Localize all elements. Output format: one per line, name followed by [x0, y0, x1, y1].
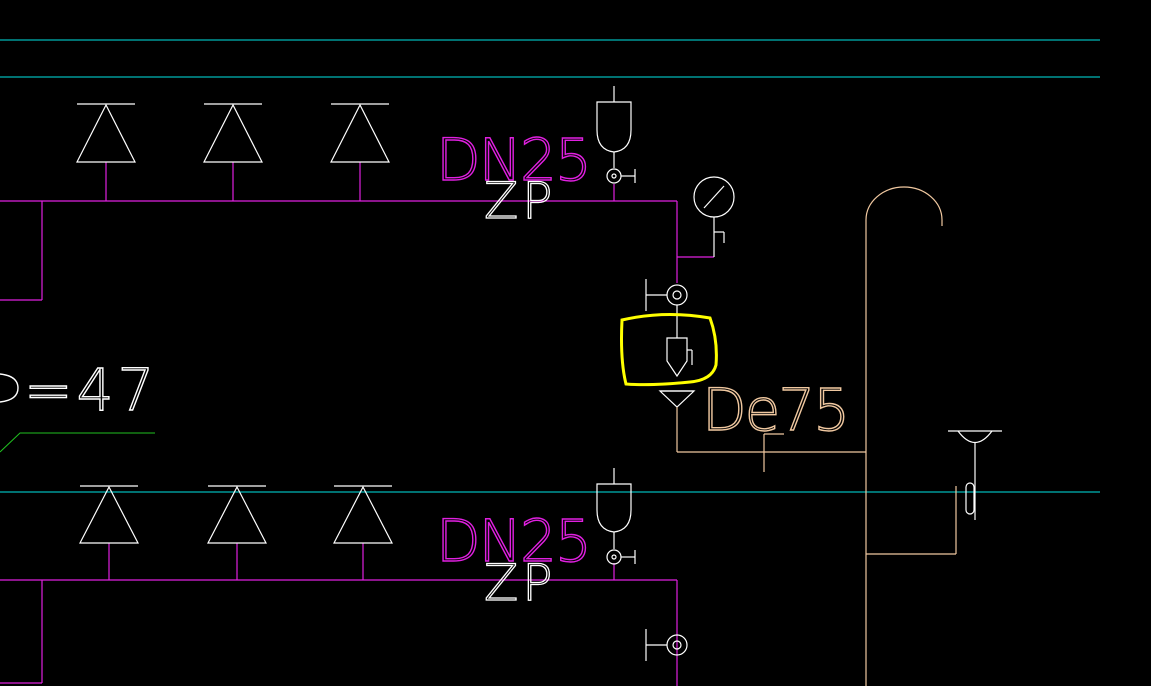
- drain-funnel-icon: [658, 390, 696, 408]
- end-test-valve-icon: [596, 468, 636, 565]
- end-test-valve-icon: [666, 337, 693, 378]
- upper-branch: DN25 ZP De75: [0, 86, 851, 445]
- sprinkler-head-icon: [203, 103, 263, 163]
- green-leader: [0, 432, 155, 453]
- zone-label-lower: ZP: [484, 554, 556, 612]
- lower-branch: DN25 ZP: [0, 468, 688, 686]
- sprinkler-head-icon: [330, 103, 390, 163]
- pressure-gauge-icon: [693, 176, 735, 257]
- partial-value-label: =47: [24, 356, 158, 424]
- drain-pipe: [676, 186, 957, 686]
- pipe-size-label-upper: DN25: [436, 126, 590, 194]
- sprinkler-head-icon: [207, 485, 267, 544]
- floor-lines: [0, 39, 1100, 493]
- lower-branch-pipes: [0, 543, 678, 686]
- sprinkler-head-icon: [79, 485, 139, 544]
- zone-label-upper: ZP: [484, 172, 556, 230]
- floor-drain-trap-icon: [948, 430, 1002, 520]
- sprinkler-head-icon: [76, 103, 136, 163]
- sprinkler-head-icon: [333, 485, 393, 544]
- pipe-size-label-lower: DN25: [436, 507, 590, 575]
- highlight-circle: [620, 312, 718, 387]
- test-valve-icon: [645, 279, 688, 338]
- drain-size-label: De75: [702, 376, 848, 444]
- upper-branch-pipes: [0, 162, 714, 301]
- test-valve-icon: [645, 629, 688, 661]
- end-test-valve-icon: [596, 86, 636, 184]
- partial-label: =47: [0, 355, 158, 425]
- partial-glyph: [0, 373, 19, 403]
